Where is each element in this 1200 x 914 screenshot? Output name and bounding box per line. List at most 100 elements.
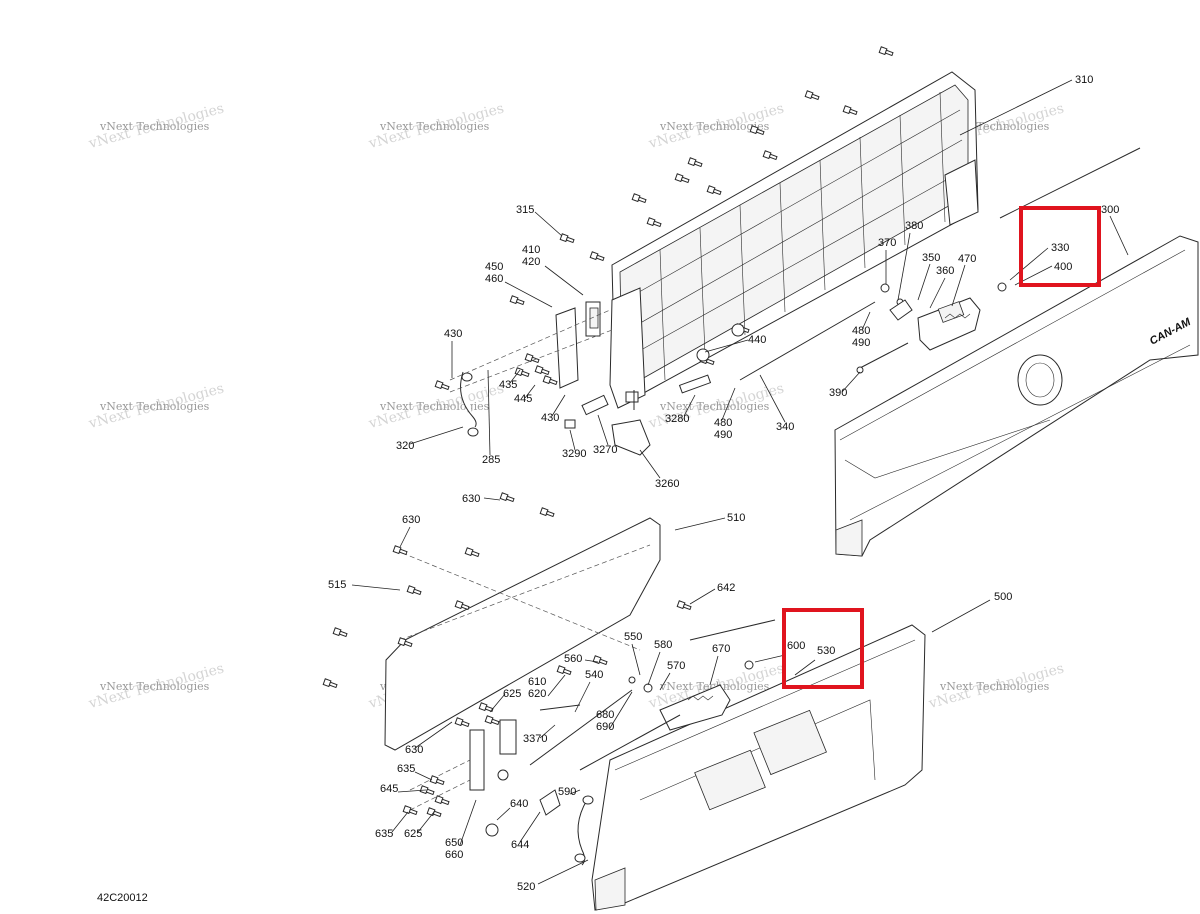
callout-c3370: 3370	[523, 733, 547, 745]
upper-left-hinge-area	[449, 301, 745, 456]
bolt-icon	[542, 375, 558, 386]
callout-c360: 360	[936, 265, 954, 277]
leader-line-c500	[931, 599, 991, 633]
watermark-text: vNext Technologies	[659, 120, 770, 133]
callout-c410: 410	[522, 244, 540, 256]
callout-c630b: 630	[402, 514, 420, 526]
bolt-icon	[646, 217, 662, 228]
leader-line-c670	[709, 655, 719, 686]
callout-c445: 445	[514, 393, 532, 405]
callout-c630a: 630	[462, 493, 480, 505]
bolt-icon	[878, 46, 894, 57]
leader-line-c690	[609, 691, 633, 729]
callout-c330: 330	[1051, 242, 1069, 254]
callout-c690: 690	[596, 721, 614, 733]
bolt-icon	[419, 785, 435, 796]
highlight-box-330-400	[1019, 206, 1101, 287]
leader-lines	[351, 79, 1129, 885]
bolt-icon	[592, 655, 608, 666]
leader-line-c3290	[569, 429, 576, 451]
callout-c620: 620	[528, 688, 546, 700]
leader-line-c3270	[597, 414, 609, 446]
callout-c635a: 635	[397, 763, 415, 775]
bolt-icon	[534, 365, 550, 376]
callout-c500: 500	[994, 591, 1012, 603]
callout-c580: 580	[654, 639, 672, 651]
leader-line-c330	[1009, 247, 1049, 281]
bolt-icon	[509, 295, 525, 306]
diagram-code: 42C20012	[97, 892, 148, 904]
callout-c570: 570	[667, 660, 685, 672]
callout-c510: 510	[727, 512, 745, 524]
leader-line-c644	[519, 811, 541, 843]
callout-c520: 520	[517, 881, 535, 893]
leader-line-c3260	[639, 449, 661, 479]
callout-c660: 660	[445, 849, 463, 861]
leader-line-c660	[459, 799, 477, 846]
bolt-icon	[434, 795, 450, 806]
leader-line-c630a	[483, 497, 501, 501]
leader-line-c440	[704, 339, 749, 353]
callout-c320: 320	[396, 440, 414, 452]
callout-c670: 670	[712, 643, 730, 655]
leader-line-c640	[496, 807, 511, 821]
callout-c390: 390	[829, 387, 847, 399]
callout-c490b: 490	[714, 429, 732, 441]
callout-c3280: 3280	[665, 413, 689, 425]
callout-c340: 340	[776, 421, 794, 433]
leader-line-c625a	[489, 693, 506, 713]
callout-c350: 350	[922, 252, 940, 264]
leader-line-c620	[547, 674, 566, 697]
callout-c480b: 480	[714, 417, 732, 429]
callout-c610: 610	[528, 676, 546, 688]
bolt-icon	[454, 600, 470, 611]
highlight-box-600-530	[782, 608, 864, 689]
leader-line-c550	[631, 643, 641, 676]
callout-c490a: 490	[852, 337, 870, 349]
watermark-text: vNext Technologies	[939, 680, 1050, 693]
leader-line-c540	[574, 681, 591, 713]
callout-c515: 515	[328, 579, 346, 591]
callout-c640: 640	[510, 798, 528, 810]
callout-c645: 645	[380, 783, 398, 795]
leader-line-c625b	[417, 811, 435, 833]
bolt-icon	[406, 585, 422, 596]
leader-line-c480b	[721, 387, 736, 421]
leader-line-c300	[1109, 215, 1129, 256]
callout-c310: 310	[1075, 74, 1093, 86]
callout-c600: 600	[787, 640, 805, 652]
callout-c480a: 480	[852, 325, 870, 337]
bolt-icon	[706, 185, 722, 196]
bolt-icon	[397, 637, 413, 648]
callout-c470: 470	[958, 253, 976, 265]
bolt-icon	[674, 173, 690, 184]
leader-line-c315	[534, 211, 563, 237]
leader-line-c360	[929, 277, 946, 309]
leader-line-c435	[509, 369, 521, 384]
leader-line-c645	[397, 789, 427, 793]
bolt-icon	[589, 251, 605, 262]
lower-tailgate-500	[591, 624, 926, 911]
bolt-icon	[434, 380, 450, 391]
leader-line-c3370	[539, 724, 556, 739]
callout-c680: 680	[596, 709, 614, 721]
bolt-icon	[524, 353, 540, 364]
bolt-icon	[464, 547, 480, 558]
callout-c435: 435	[499, 379, 517, 391]
bolt-icon	[559, 233, 575, 244]
bolt-icon	[454, 717, 470, 728]
watermark-text: vNext Technologies	[379, 120, 490, 133]
bolt-icon	[484, 715, 500, 726]
callout-c400: 400	[1054, 261, 1072, 273]
callout-c420: 420	[522, 256, 540, 268]
leader-line-c520	[537, 859, 589, 885]
leader-line-c570	[659, 672, 671, 691]
leader-line-c380	[897, 232, 911, 301]
leader-line-c320	[409, 426, 464, 445]
bolt-icon	[676, 600, 692, 611]
